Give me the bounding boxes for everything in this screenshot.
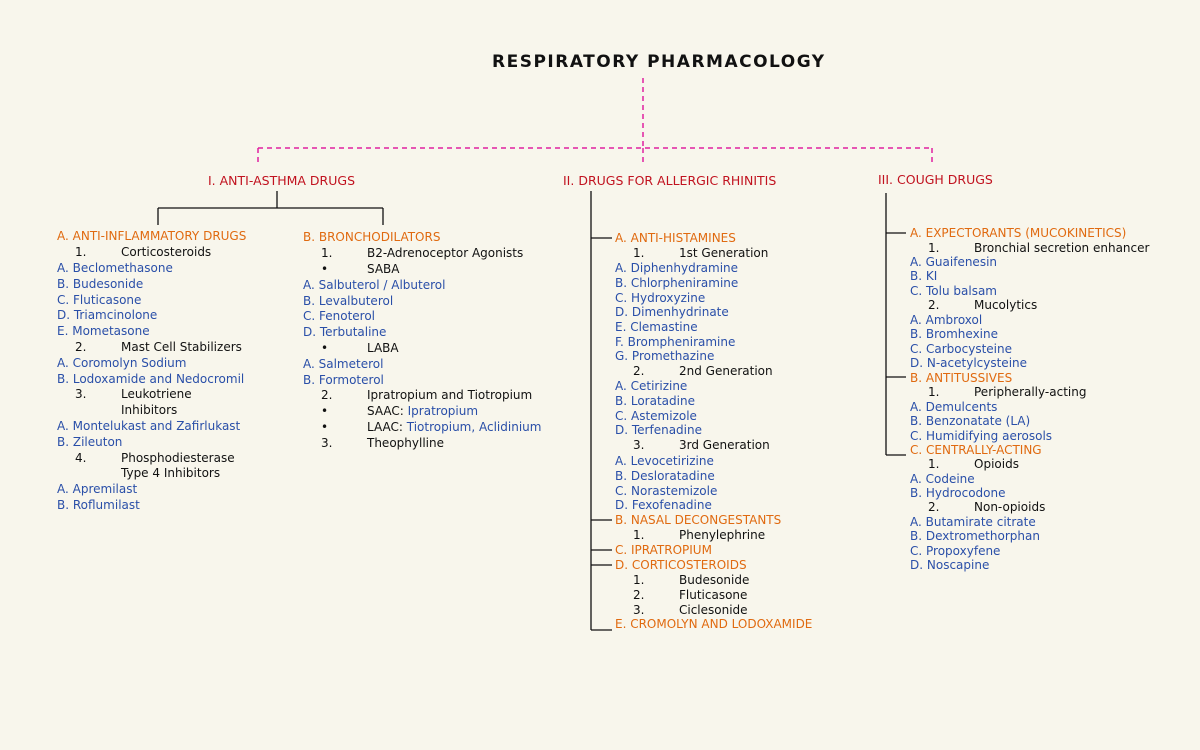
leukotriene-heading: 3.Leukotriene (75, 387, 192, 401)
drug-item: D. Triamcinolone (57, 308, 158, 322)
centrally-acting-label: C. CENTRALLY-ACTING (910, 443, 1042, 457)
cortico-item: 1.Budesonide (633, 573, 750, 587)
corticosteroids-heading: 1.Corticosteroids (75, 245, 212, 259)
cortico-item: 3.Ciclesonide (633, 603, 748, 617)
drug-item: B. Desloratadine (615, 469, 715, 483)
nasal-decongestants-label: B. NASAL DECONGESTANTS (615, 513, 782, 527)
anti-inflammatory-label: A. ANTI-INFLAMMATORY DRUGS (57, 229, 247, 243)
drug-item: A. Codeine (910, 472, 975, 486)
drug-item: C. Humidifying aerosols (910, 429, 1053, 443)
peripheral-heading: 1.Peripherally-acting (928, 385, 1087, 399)
drug-item: B. Chlorpheniramine (615, 276, 739, 290)
bronchodilators-label: B. BRONCHODILATORS (303, 230, 441, 244)
cromolyn-label: E. CROMOLYN AND LODOXAMIDE (615, 617, 813, 631)
saba-heading: •SABA (321, 262, 400, 276)
phenylephrine-item: 1.Phenylephrine (633, 528, 766, 542)
drug-item: A. Ambroxol (910, 313, 983, 327)
drug-item: A. Butamirate citrate (910, 515, 1036, 529)
corticosteroids-label: D. CORTICOSTEROIDS (615, 558, 747, 572)
mast-cell-heading: 2.Mast Cell Stabilizers (75, 340, 242, 354)
drug-item: D. Terbutaline (303, 325, 387, 339)
gen3-heading: 3.3rd Generation (633, 438, 770, 452)
drug-item: B. Dextromethorphan (910, 529, 1040, 543)
pde4-heading: 4.Phosphodiesterase (75, 451, 235, 465)
drug-item: C. Tolu balsam (910, 284, 997, 298)
col3-connector (885, 193, 906, 456)
b2-heading: 1.B2-Adrenoceptor Agonists (321, 246, 524, 260)
drug-item: D. Noscapine (910, 558, 990, 572)
drug-item: G. Promethazine (615, 349, 715, 363)
drug-item: A. Demulcents (910, 400, 998, 414)
laac-line: •LAAC: Tiotropium, Aclidinium (321, 420, 542, 434)
nonopioids-heading: 2.Non-opioids (928, 500, 1046, 514)
drug-item: C. Fluticasone (57, 293, 142, 307)
drug-item: C. Carbocysteine (910, 342, 1012, 356)
col2-connector (590, 191, 612, 631)
drug-item: B. KI (910, 269, 938, 283)
page-title: RESPIRATORY PHARMACOLOGY (492, 52, 826, 72)
col1-connector (157, 191, 384, 225)
bronchial-heading: 1.Bronchial secretion enhancer (928, 241, 1150, 255)
drug-item: A. Guaifenesin (910, 255, 998, 269)
drug-item: A. Salmeterol (303, 357, 384, 371)
allergic-rhinitis-header: II. DRUGS FOR ALLERGIC RHINITIS (563, 173, 777, 188)
antihistamines-label: A. ANTI-HISTAMINES (615, 231, 736, 245)
drug-item: A. Cetirizine (615, 379, 688, 393)
ipratropium-label: C. IPRATROPIUM (615, 543, 712, 557)
drug-item: D. N-acetylcysteine (910, 356, 1028, 370)
drug-item: A. Coromolyn Sodium (57, 356, 187, 370)
leukotriene-heading-line2: Inhibitors (121, 403, 178, 417)
drug-item: B. Hydrocodone (910, 486, 1006, 500)
mucolytics-heading: 2.Mucolytics (928, 298, 1038, 312)
drug-item: B. Roflumilast (57, 498, 140, 512)
drug-item: B. Formoterol (303, 373, 384, 387)
drug-item: A. Beclomethasone (57, 261, 173, 275)
antitussives-label: B. ANTITUSSIVES (910, 371, 1013, 385)
drug-item: A. Salbuterol / Albuterol (303, 278, 446, 292)
expectorants-label: A. EXPECTORANTS (MUCOKINETICS) (910, 226, 1127, 240)
ipratropium-tiotropium-heading: 2.Ipratropium and Tiotropium (321, 388, 533, 402)
cough-drugs-header: III. COUGH DRUGS (878, 172, 993, 187)
saac-line: •SAAC: Ipratropium (321, 404, 479, 418)
drug-item: F. Brompheniramine (615, 335, 736, 349)
drug-item: B. Loratadine (615, 394, 695, 408)
drug-item: E. Mometasone (57, 324, 150, 338)
drug-item: C. Astemizole (615, 409, 697, 423)
gen2-heading: 2.2nd Generation (633, 364, 773, 378)
drug-item: E. Clemastine (615, 320, 698, 334)
drug-item: C. Fenoterol (303, 309, 376, 323)
drug-item: C. Propoxyfene (910, 544, 1001, 558)
drug-item: C. Hydroxyzine (615, 291, 706, 305)
drug-item: B. Bromhexine (910, 327, 998, 341)
anti-asthma-header: I. ANTI-ASTHMA DRUGS (208, 173, 356, 188)
theophylline-heading: 3.Theophylline (321, 436, 444, 450)
drug-item: B. Benzonatate (LA) (910, 414, 1031, 428)
gen1-heading: 1.1st Generation (633, 246, 769, 260)
drug-item: B. Levalbuterol (303, 294, 394, 308)
drug-item: B. Budesonide (57, 277, 144, 291)
drug-item: B. Lodoxamide and Nedocromil (57, 372, 245, 386)
laba-heading: •LABA (321, 341, 399, 355)
opioids-heading: 1.Opioids (928, 457, 1019, 471)
pde4-heading-line2: Type 4 Inhibitors (121, 466, 221, 480)
drug-item: D. Dimenhydrinate (615, 305, 729, 319)
drug-item: C. Norastemizole (615, 484, 718, 498)
drug-item: A. Diphenhydramine (615, 261, 739, 275)
cortico-item: 2.Fluticasone (633, 588, 748, 602)
drug-item: A. Apremilast (57, 482, 138, 496)
title-connector (257, 78, 933, 164)
drug-item: A. Montelukast and Zafirlukast (57, 419, 241, 433)
drug-item: A. Levocetirizine (615, 454, 714, 468)
drug-item: D. Terfenadine (615, 423, 702, 437)
drug-item: B. Zileuton (57, 435, 123, 449)
drug-item: D. Fexofenadine (615, 498, 712, 512)
